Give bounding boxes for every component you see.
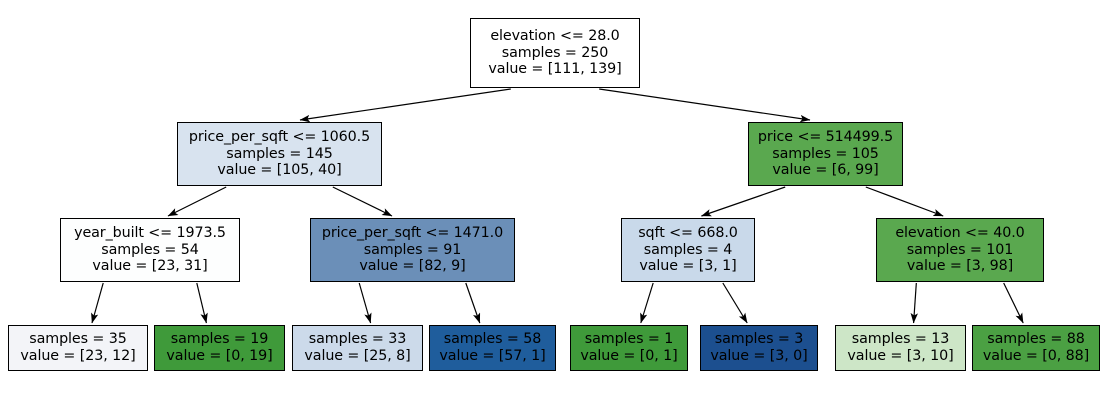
- tree-node-samples: samples = 33: [308, 331, 407, 348]
- tree-edge-true: [299, 88, 511, 123]
- tree-edge-false: [465, 282, 481, 324]
- tree-edge-true: [167, 186, 227, 217]
- tree-node-value: value = [0, 1]: [580, 348, 678, 364]
- tree-node-value: value = [23, 31]: [92, 258, 208, 275]
- tree-node-value: value = [3, 98]: [906, 258, 1014, 275]
- tree-node-condition: elevation <= 28.0: [490, 28, 620, 45]
- tree-node-samples: samples = 13: [851, 331, 950, 348]
- tree-node-value: value = [105, 40]: [217, 162, 342, 179]
- tree-node-samples: samples = 58: [443, 331, 542, 348]
- tree-edge-true: [701, 186, 786, 217]
- tree-node-condition: price_per_sqft <= 1060.5: [188, 129, 371, 146]
- tree-node-samples: samples = 19: [170, 331, 269, 348]
- tree-node-samples: samples = 1: [584, 331, 674, 348]
- tree-node-condition: price <= 514499.5: [757, 129, 894, 146]
- tree-node-samples: samples = 35: [29, 331, 127, 348]
- tree-node-value: value = [111, 139]: [488, 61, 622, 78]
- tree-node-value: value = [23, 12]: [20, 348, 136, 364]
- tree-edge-false: [332, 186, 393, 217]
- tree-edge-false: [196, 282, 208, 324]
- tree-node-value: value = [3, 10]: [847, 348, 954, 364]
- tree-edge-true: [91, 282, 104, 324]
- tree-edge-false: [722, 282, 748, 324]
- tree-edge-false: [599, 88, 811, 123]
- tree-node-samples: samples = 105: [772, 145, 879, 162]
- tree-node-value: value = [3, 1]: [639, 258, 737, 275]
- tree-node-value: value = [25, 8]: [304, 348, 411, 364]
- tree-node-condition: sqft <= 668.0: [638, 225, 738, 242]
- tree-node-samples: samples = 4: [643, 241, 733, 258]
- tree-node-samples: samples = 54: [101, 241, 199, 258]
- tree-edge-true: [640, 282, 654, 324]
- tree-node-condition: elevation <= 40.0: [895, 225, 1025, 242]
- tree-node-value: value = [6, 99]: [772, 162, 879, 179]
- tree-node-samples: samples = 250: [501, 44, 609, 61]
- tree-edge-true: [358, 282, 372, 324]
- tree-node-value: value = [3, 0]: [710, 348, 808, 364]
- tree-node-value: value = [0, 19]: [166, 348, 273, 364]
- tree-node-value: value = [57, 1]: [439, 348, 546, 364]
- tree-edge-false: [865, 186, 944, 217]
- tree-edge-true: [910, 282, 918, 324]
- tree-node-samples: samples = 91: [363, 241, 462, 258]
- tree-node-samples: samples = 101: [906, 241, 1014, 258]
- tree-node-samples: samples = 145: [226, 145, 333, 162]
- tree-node-samples: samples = 88: [987, 331, 1085, 348]
- tree-node-value: value = [82, 9]: [359, 258, 466, 275]
- tree-edge-false: [1003, 282, 1024, 324]
- tree-node-condition: price_per_sqft <= 1471.0: [321, 225, 504, 242]
- tree-node-condition: year_built <= 1973.5: [74, 225, 226, 242]
- tree-node-samples: samples = 3: [714, 331, 804, 348]
- tree-node-value: value = [0, 88]: [982, 348, 1090, 364]
